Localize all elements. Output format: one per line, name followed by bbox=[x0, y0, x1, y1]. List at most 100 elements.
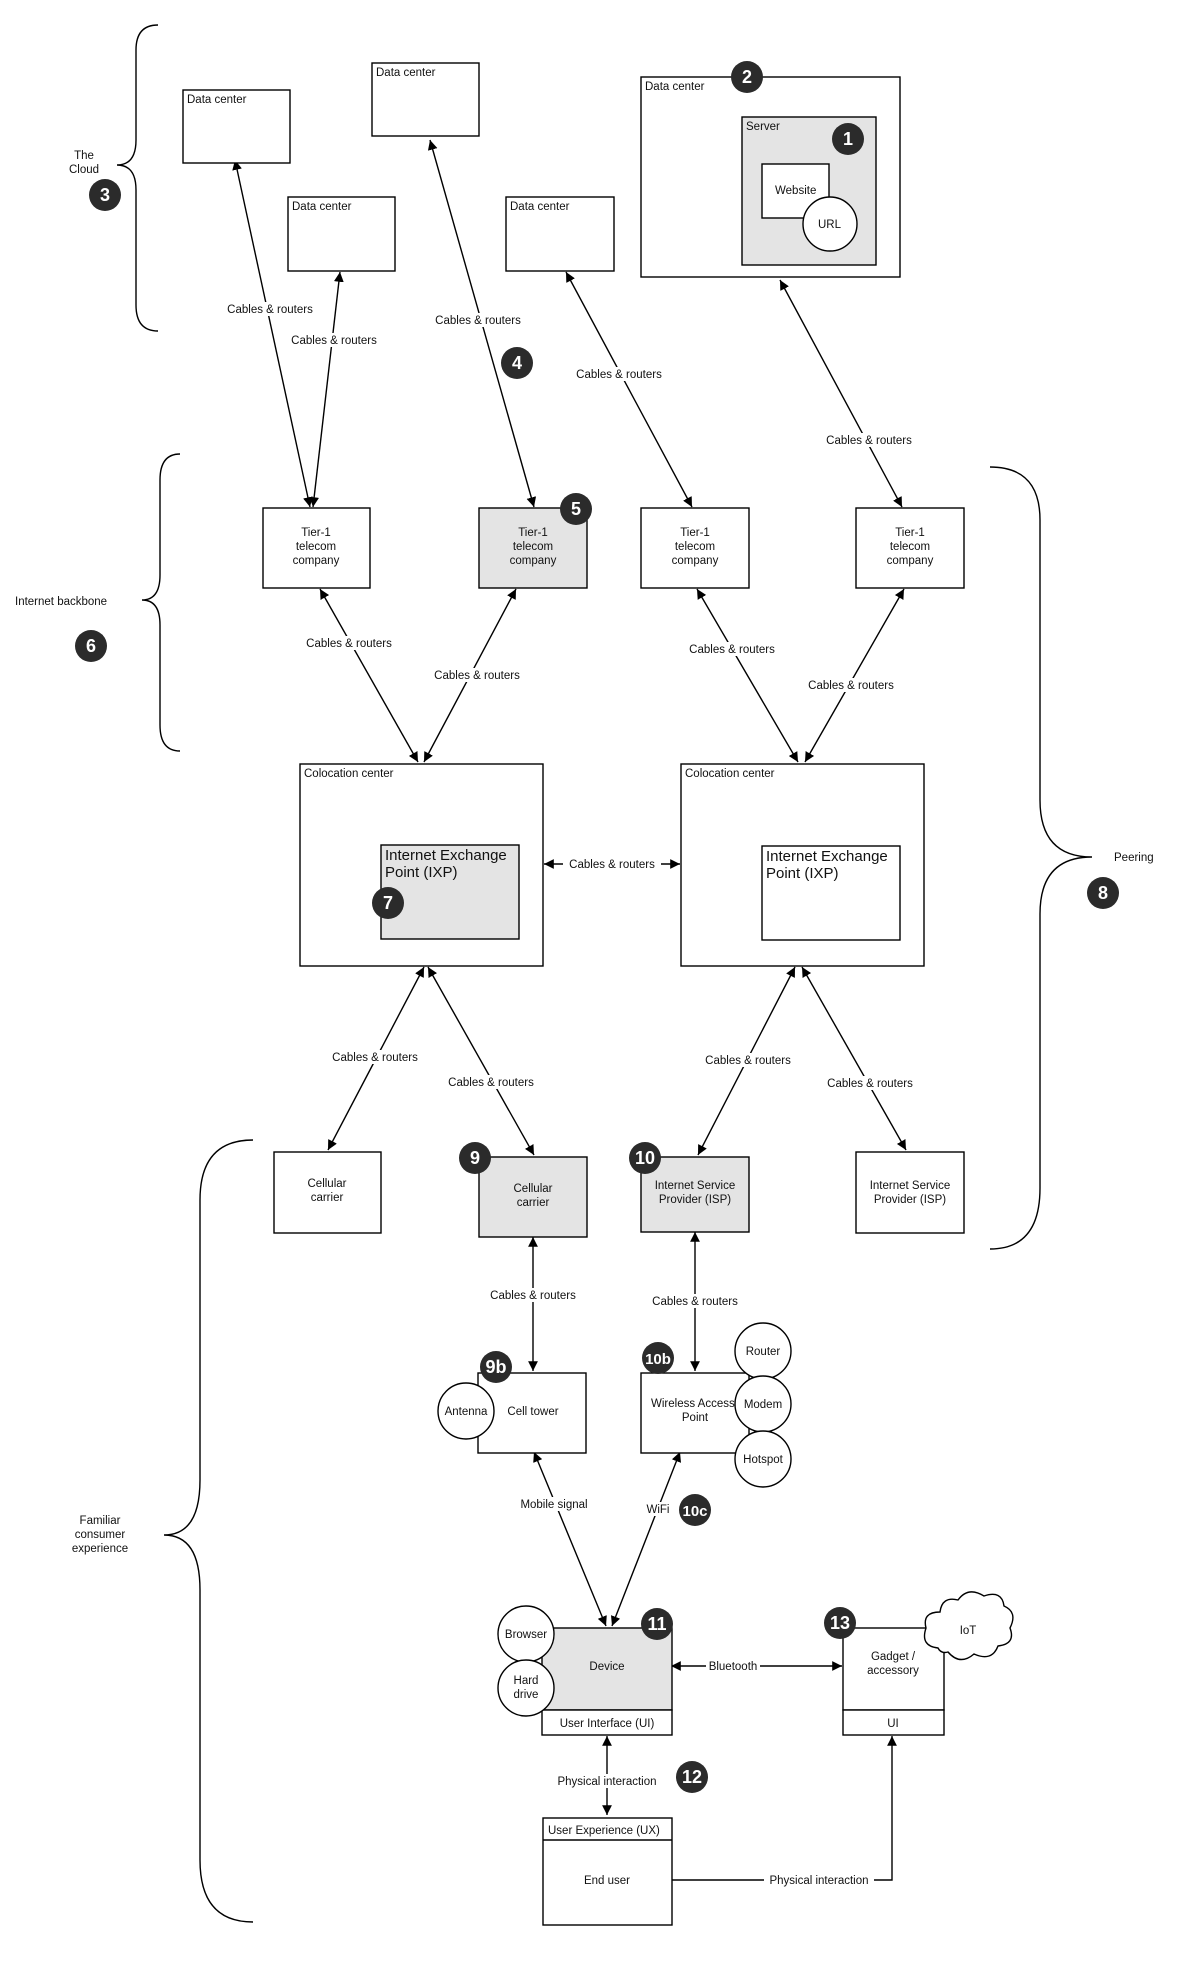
svg-text:7: 7 bbox=[383, 893, 393, 913]
edge-label-2: Cables & routers bbox=[291, 335, 377, 347]
tier1-d-line3: company bbox=[887, 555, 934, 567]
edge-coloc2-isp2 bbox=[801, 966, 907, 1151]
end-user-label: End user bbox=[584, 1875, 630, 1887]
svg-text:5: 5 bbox=[571, 499, 581, 519]
website-label: Website bbox=[775, 185, 816, 197]
svg-text:1: 1 bbox=[843, 129, 853, 149]
tier1-c-line1: Tier-1 bbox=[680, 527, 710, 539]
consumer-label-line3: experience bbox=[72, 1543, 128, 1555]
badge-1: 1 bbox=[832, 123, 864, 155]
svg-text:3: 3 bbox=[100, 185, 110, 205]
url-circle bbox=[802, 196, 858, 252]
cloud-brace bbox=[116, 24, 159, 332]
modem-label: Modem bbox=[744, 1399, 782, 1411]
edge-dc5-tier1d bbox=[779, 279, 903, 508]
badge-3: 3 bbox=[89, 179, 121, 211]
device-label: Device bbox=[589, 1661, 624, 1673]
group-braces bbox=[116, 24, 1093, 1923]
edge-label-7: Cables & routers bbox=[434, 670, 520, 682]
badge-5: 5 bbox=[560, 493, 592, 525]
ux-label: User Experience (UX) bbox=[548, 1825, 660, 1837]
edge-label-5: Cables & routers bbox=[826, 435, 912, 447]
wifi-label: WiFi bbox=[647, 1504, 670, 1516]
iot-label: IoT bbox=[960, 1625, 977, 1637]
cellular-carrier-2-line1: Cellular bbox=[514, 1183, 553, 1195]
badge-6: 6 bbox=[75, 630, 107, 662]
hotspot-circle bbox=[734, 1430, 792, 1488]
cloud-label-line2: Cloud bbox=[69, 164, 99, 176]
badge-9b: 9b bbox=[480, 1351, 512, 1383]
ixp-2-line1: Internet Exchange bbox=[766, 848, 888, 865]
edge-tower-device bbox=[533, 1451, 607, 1627]
edge-label-15: Cables & routers bbox=[490, 1290, 576, 1302]
svg-text:10b: 10b bbox=[645, 1351, 671, 1368]
isp-2-line2: Provider (ISP) bbox=[874, 1194, 946, 1206]
device-ui-label: User Interface (UI) bbox=[560, 1718, 655, 1730]
badge-7: 7 bbox=[372, 887, 404, 919]
wireless-access-point bbox=[640, 1372, 750, 1454]
tier1-a-line1: Tier-1 bbox=[301, 527, 331, 539]
svg-text:9: 9 bbox=[470, 1148, 480, 1168]
cellular-carrier-2-line2: carrier bbox=[517, 1197, 550, 1209]
edge-label-11: Cables & routers bbox=[332, 1052, 418, 1064]
cellular-carrier-2 bbox=[478, 1156, 588, 1238]
data-center-1-label: Data center bbox=[187, 94, 247, 106]
hard-drive-line1: Hard bbox=[514, 1675, 539, 1687]
svg-text:6: 6 bbox=[86, 636, 96, 656]
ixp-1-line2: Point (IXP) bbox=[385, 864, 458, 881]
badge-10c: 10c bbox=[679, 1494, 711, 1526]
cellular-carrier-1 bbox=[273, 1151, 382, 1234]
svg-text:13: 13 bbox=[830, 1613, 850, 1633]
badge-9: 9 bbox=[459, 1142, 491, 1174]
antenna-label: Antenna bbox=[445, 1406, 488, 1418]
cell-tower-label: Cell tower bbox=[507, 1406, 558, 1418]
badge-12: 12 bbox=[676, 1761, 708, 1793]
data-center-3 bbox=[371, 62, 480, 137]
consumer-brace bbox=[163, 1139, 254, 1923]
svg-text:10c: 10c bbox=[682, 1503, 707, 1520]
ux-box bbox=[542, 1817, 673, 1926]
svg-text:10: 10 bbox=[635, 1148, 655, 1168]
edge-dc2-tier1a bbox=[309, 271, 344, 508]
edge-label-9: Cables & routers bbox=[808, 680, 894, 692]
physical-interaction-label-2: Physical interaction bbox=[769, 1875, 868, 1887]
edge-label-10: Cables & routers bbox=[569, 859, 655, 871]
data-center-5-label: Data center bbox=[645, 81, 705, 93]
edge-label-16: Cables & routers bbox=[652, 1296, 738, 1308]
tier1-c-line3: company bbox=[672, 555, 719, 567]
tier1-b-line1: Tier-1 bbox=[518, 527, 548, 539]
tier1-a bbox=[262, 507, 371, 589]
isp-1 bbox=[640, 1156, 750, 1233]
consumer-label-line1: Familiar bbox=[80, 1515, 121, 1527]
connectors bbox=[232, 139, 907, 1881]
edge-label-6: Cables & routers bbox=[306, 638, 392, 650]
node-labels: Data center Data center Data center Data… bbox=[187, 67, 976, 1887]
edge-wap-device bbox=[611, 1451, 681, 1627]
ixp-1-line1: Internet Exchange bbox=[385, 847, 507, 864]
svg-text:2: 2 bbox=[742, 67, 752, 87]
badge-13: 13 bbox=[824, 1607, 856, 1639]
svg-text:4: 4 bbox=[512, 353, 522, 373]
wap-line2: Point bbox=[682, 1412, 709, 1424]
svg-text:8: 8 bbox=[1098, 883, 1108, 903]
badge-2: 2 bbox=[731, 61, 763, 93]
edge-labels: Cables & routers Cables & routers Cables… bbox=[220, 302, 919, 1888]
badge-4: 4 bbox=[501, 347, 533, 379]
hard-drive-circle bbox=[497, 1659, 555, 1717]
router-label: Router bbox=[746, 1346, 781, 1358]
tier1-b-line3: company bbox=[510, 555, 557, 567]
isp-2-line1: Internet Service bbox=[870, 1180, 951, 1192]
data-center-3-label: Data center bbox=[376, 67, 436, 79]
mobile-signal-label: Mobile signal bbox=[520, 1499, 587, 1511]
cloud-label-line1: The bbox=[74, 150, 94, 162]
peering-label: Peering bbox=[1114, 852, 1154, 864]
edge-enduser-gadget bbox=[672, 1736, 897, 1881]
edge-dc4-tier1c bbox=[565, 271, 693, 508]
tier1-d-line1: Tier-1 bbox=[895, 527, 925, 539]
edge-label-13: Cables & routers bbox=[705, 1055, 791, 1067]
ixp-1 bbox=[380, 844, 520, 940]
browser-label: Browser bbox=[505, 1629, 547, 1641]
edge-coloc1-cellular2 bbox=[427, 966, 535, 1156]
